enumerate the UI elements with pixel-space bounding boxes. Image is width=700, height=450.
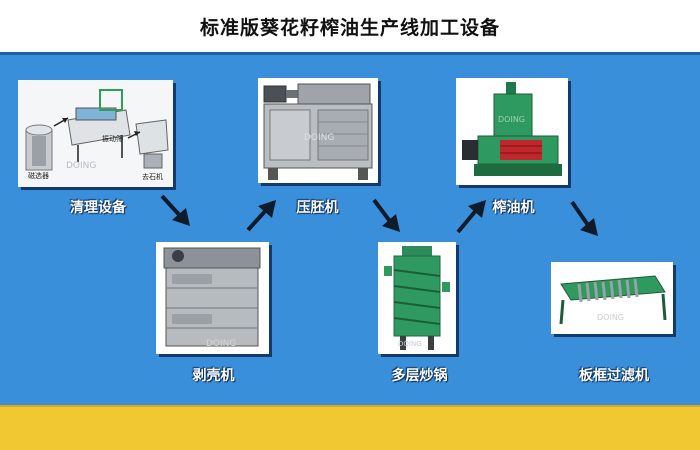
watermark: DOING [498,115,525,124]
stage-label-cleaning: 清理设备 [70,200,126,216]
cleaning-equipment-image: 振动筛 磁选器 去石机 DOING [18,80,173,187]
stage-label-oil-press: 榨油机 [492,200,535,216]
arrow-flaking-to-cooker [372,198,400,232]
watermark: DOING [66,161,96,171]
part-label-destoner: 去石机 [142,172,163,181]
huller-image: DOING [156,242,269,354]
stage-label-flaking-machine: 压胚机 [296,200,339,216]
footer-band [0,405,700,450]
watermark: DOING [597,313,624,322]
stage-label-cooker: 多层炒锅 [391,368,448,384]
watermark: DOING [398,340,422,348]
arrow-cleaning-to-huller [160,194,190,226]
stage-label-filter-press: 板框过滤机 [579,368,649,384]
filter-press-image: DOING [551,262,673,334]
watermark: DOING [206,339,236,349]
multi-layer-cooker-image: DOING [378,242,456,354]
part-label-magnetic-separator: 磁选器 [28,171,49,180]
part-label-vibrating-screen: 振动筛 [102,134,123,143]
title-bar: 标准版葵花籽榨油生产线加工设备 [0,0,700,52]
arrow-huller-to-flaking [246,200,276,232]
arrow-press-to-filter [570,200,598,236]
page-title: 标准版葵花籽榨油生产线加工设备 [199,16,500,39]
flaking-machine-image: DOING [258,78,378,183]
watermark: DOING [304,133,334,143]
stage-label-huller: 剥壳机 [192,368,235,384]
oil-press-image: DOING [456,78,568,185]
arrow-cooker-to-press [456,200,486,234]
